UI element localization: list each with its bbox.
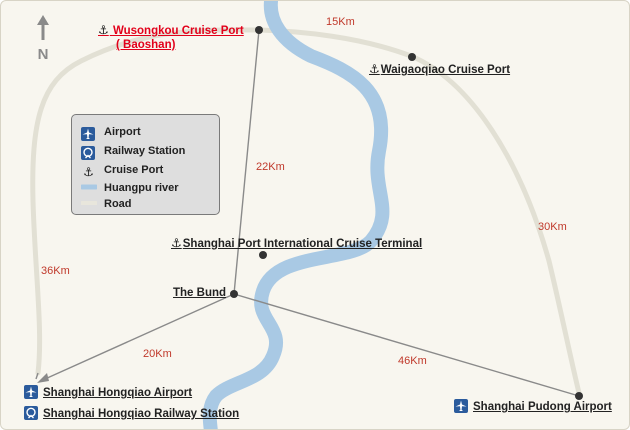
north-arrow: N bbox=[35, 15, 51, 63]
distance-bund-hongqiao: 20Km bbox=[143, 348, 172, 360]
airplane-icon bbox=[81, 127, 95, 141]
label-wusongkou[interactable]: ⚓ Wusongkou Cruise Port bbox=[98, 23, 244, 37]
legend-railway: Railway Station bbox=[81, 144, 185, 160]
label-pudong-airport[interactable]: Shanghai Pudong Airport bbox=[454, 399, 612, 414]
dot-pudong[interactable] bbox=[575, 392, 583, 400]
legend-river: Huangpu river bbox=[81, 180, 179, 195]
map-legend: Airport Railway Station ⚓Cruise Port Hua… bbox=[71, 114, 220, 215]
distance-waigaoqiao-pudong: 30Km bbox=[538, 221, 567, 233]
legend-cruise: ⚓Cruise Port bbox=[83, 164, 164, 179]
route-wusongkou-bund bbox=[233, 29, 260, 295]
anchor-icon: ⚓ bbox=[369, 62, 380, 76]
dot-terminal[interactable] bbox=[259, 251, 267, 259]
airplane-icon bbox=[454, 399, 468, 413]
label-hongqiao-railway[interactable]: Shanghai Hongqiao Railway Station bbox=[24, 406, 239, 421]
legend-airport: Airport bbox=[81, 125, 141, 141]
road-north-east bbox=[256, 27, 582, 396]
distance-bund-pudong: 46Km bbox=[398, 355, 427, 367]
route-north-arrow-connector bbox=[35, 372, 39, 380]
route-arrow-head bbox=[37, 373, 49, 383]
label-terminal[interactable]: ⚓Shanghai Port International Cruise Term… bbox=[171, 236, 423, 250]
river-swatch bbox=[81, 184, 97, 190]
label-waigaoqiao[interactable]: ⚓Waigaoqiao Cruise Port bbox=[369, 62, 511, 76]
route-bund-hongqiao bbox=[44, 293, 235, 380]
route-bund-pudong bbox=[233, 293, 580, 397]
road-west bbox=[30, 27, 262, 376]
label-wusongkou-district[interactable]: ( Baoshan) bbox=[116, 39, 176, 51]
dot-waigaoqiao[interactable] bbox=[408, 53, 416, 61]
distance-wusongkou-hongqiao: 36Km bbox=[41, 265, 70, 277]
label-hongqiao-airport[interactable]: Shanghai Hongqiao Airport bbox=[24, 385, 192, 400]
label-bund[interactable]: The Bund bbox=[173, 287, 227, 299]
dot-bund[interactable] bbox=[230, 290, 238, 298]
anchor-icon: ⚓ bbox=[98, 23, 109, 37]
railway-icon bbox=[24, 406, 38, 420]
north-label: N bbox=[38, 46, 49, 63]
distance-wusongkou-waigaoqiao: 15Km bbox=[326, 16, 355, 28]
huangpu-river bbox=[202, 1, 390, 429]
distance-wusongkou-bund: 22Km bbox=[256, 161, 285, 173]
anchor-icon: ⚓ bbox=[83, 165, 94, 179]
legend-road: Road bbox=[81, 196, 132, 211]
anchor-icon: ⚓ bbox=[171, 236, 182, 250]
dot-wusongkou[interactable] bbox=[255, 26, 263, 34]
railway-icon bbox=[81, 146, 95, 160]
road-swatch bbox=[81, 201, 97, 205]
airplane-icon bbox=[24, 385, 38, 399]
